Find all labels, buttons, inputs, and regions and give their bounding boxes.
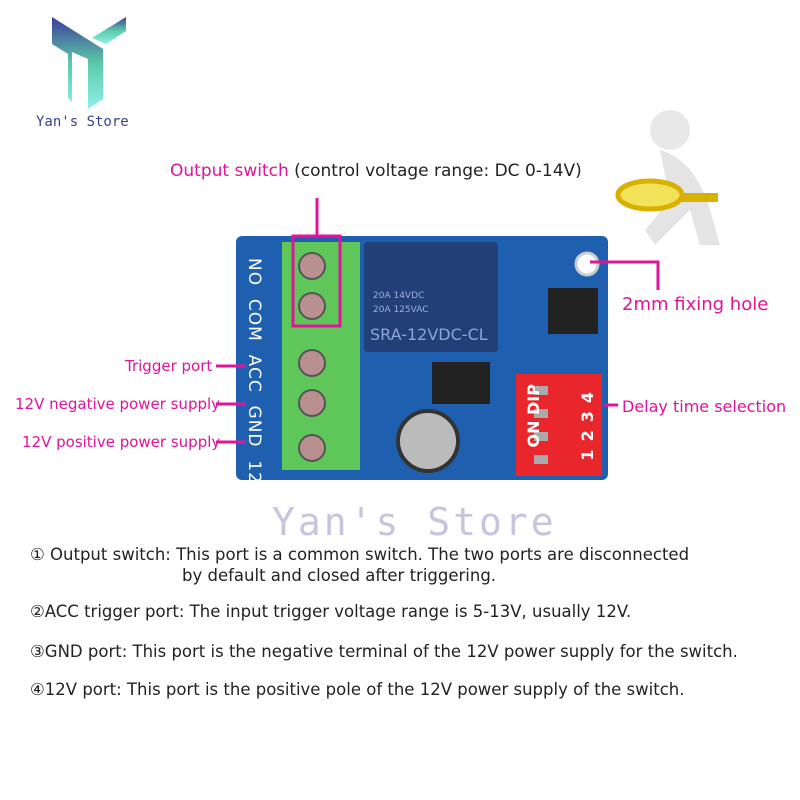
- note-acc: ②ACC trigger port: The input trigger vol…: [30, 602, 632, 621]
- note-output-switch: ① Output switch: This port is a common s…: [30, 545, 690, 564]
- dip-label: ON DIP: [524, 384, 543, 448]
- output-switch-label: Output switch: [170, 161, 289, 181]
- dip-1: 1: [578, 441, 597, 461]
- logo-icon: [52, 17, 126, 109]
- dip-3: 3: [578, 403, 597, 423]
- watermark: Yan's Store: [272, 500, 557, 544]
- dip-switch: [516, 374, 602, 476]
- pos-supply-label: 12V positive power supply: [22, 433, 221, 451]
- relay-module-board: 20A 14VDC 20A 125VAC SRA-12VDC-CL: [236, 236, 608, 480]
- svg-text:SRA-12VDC-CL: SRA-12VDC-CL: [370, 325, 488, 344]
- brand-name: Yan's Store: [36, 114, 129, 130]
- pin-labels: NO COM ACC GND 12V: [244, 258, 264, 497]
- pin-acc: ACC: [244, 354, 264, 393]
- fixing-hole: [574, 251, 600, 277]
- note-12v: ④12V port: This port is the positive pol…: [30, 680, 685, 699]
- chip-u2: [548, 288, 598, 334]
- fixing-hole-label: 2mm fixing hole: [622, 294, 769, 315]
- pin-12v: 12V: [244, 460, 264, 497]
- capacitor: [396, 409, 460, 473]
- output-switch-callout: Output switch (control voltage range: DC…: [170, 161, 582, 181]
- dip-numbers: 1234: [578, 384, 597, 461]
- pin-gnd: GND: [244, 405, 264, 448]
- neg-supply-label: 12V negative power supply: [15, 395, 221, 413]
- svg-text:20A 125VAC: 20A 125VAC: [373, 305, 429, 315]
- relay: [364, 242, 498, 352]
- svg-text:20A 14VDC: 20A 14VDC: [373, 291, 424, 301]
- trigger-port-label: Trigger port: [125, 357, 213, 375]
- pin-com: COM: [244, 298, 264, 342]
- note-output-switch-cont: by default and closed after triggering.: [182, 566, 497, 585]
- note-gnd: ③GND port: This port is the negative ter…: [30, 642, 738, 661]
- output-switch-range: (control voltage range: DC 0-14V): [294, 161, 582, 181]
- pin-no: NO: [244, 258, 264, 287]
- delay-selection-label: Delay time selection: [622, 397, 787, 416]
- dip-2: 2: [578, 422, 597, 442]
- dip-4: 4: [578, 384, 597, 404]
- mascot-magnifier-icon: [615, 110, 720, 245]
